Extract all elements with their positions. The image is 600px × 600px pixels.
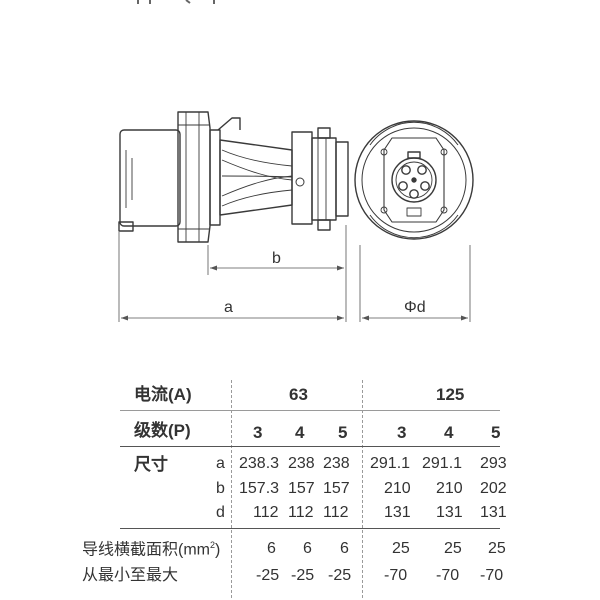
size-key-d: d — [216, 504, 225, 521]
cable-cell: 6 — [303, 540, 312, 557]
size-cell: 131 — [384, 504, 411, 521]
size-cell: 238 — [288, 455, 315, 472]
size-cell: 112 — [288, 504, 314, 521]
cable-cell: 6 — [267, 540, 276, 557]
cable-cell: 25 — [488, 540, 506, 557]
min-max-cell: -70 — [384, 567, 408, 584]
min-max-cell: -25 — [328, 567, 352, 584]
dimension-d-label: Φd — [404, 299, 426, 316]
dimension-b-label: b — [272, 250, 281, 267]
size-cell: 157 — [288, 480, 315, 497]
clipped-title-fragment — [137, 0, 215, 4]
size-cell: 291.1 — [370, 455, 411, 472]
plug-side-view — [118, 111, 349, 243]
cable-cell: 25 — [392, 540, 410, 557]
size-cell: 202 — [480, 480, 507, 497]
column-separator — [231, 380, 233, 598]
min-max-label: 从最小至最大 — [82, 567, 179, 584]
column-separator — [362, 380, 364, 598]
size-cell: 157.3 — [239, 480, 280, 497]
current-125: 125 — [436, 385, 465, 404]
dimension-a-label: a — [224, 299, 233, 316]
size-cell: 131 — [436, 504, 463, 521]
poles-value: 5 — [338, 423, 348, 442]
poles-value: 5 — [491, 423, 501, 442]
poles-value: 4 — [444, 423, 454, 442]
min-max-cell: -70 — [480, 567, 504, 584]
size-cell: 131 — [480, 504, 507, 521]
poles-value: 3 — [253, 423, 263, 442]
size-cell: 238 — [323, 455, 350, 472]
current-63: 63 — [289, 385, 308, 404]
cable-cell: 6 — [340, 540, 349, 557]
size-cell: 157 — [323, 480, 350, 497]
size-key-a: a — [216, 455, 225, 472]
poles-value: 4 — [295, 423, 305, 442]
row-divider — [120, 410, 500, 411]
poles-label: 级数(P) — [134, 421, 191, 440]
size-cell: 293 — [480, 455, 507, 472]
current-label: 电流(A) — [134, 385, 192, 404]
size-cell: 112 — [323, 504, 349, 521]
min-max-cell: -25 — [256, 567, 280, 584]
row-divider — [120, 528, 500, 529]
cable-cell: 25 — [444, 540, 462, 557]
size-key-b: b — [216, 480, 225, 497]
size-cell: 238.3 — [239, 455, 280, 472]
size-cell: 291.1 — [422, 455, 463, 472]
size-label: 尺寸 — [134, 455, 168, 474]
min-max-cell: -25 — [291, 567, 315, 584]
min-max-cell: -70 — [436, 567, 460, 584]
size-cell: 112 — [253, 504, 279, 521]
plug-front-view — [354, 120, 474, 240]
poles-value: 3 — [397, 423, 407, 442]
cable-section-label: 导线横截面积(mm2) — [82, 540, 221, 559]
row-divider — [120, 446, 500, 447]
size-cell: 210 — [436, 480, 463, 497]
size-cell: 210 — [384, 480, 411, 497]
